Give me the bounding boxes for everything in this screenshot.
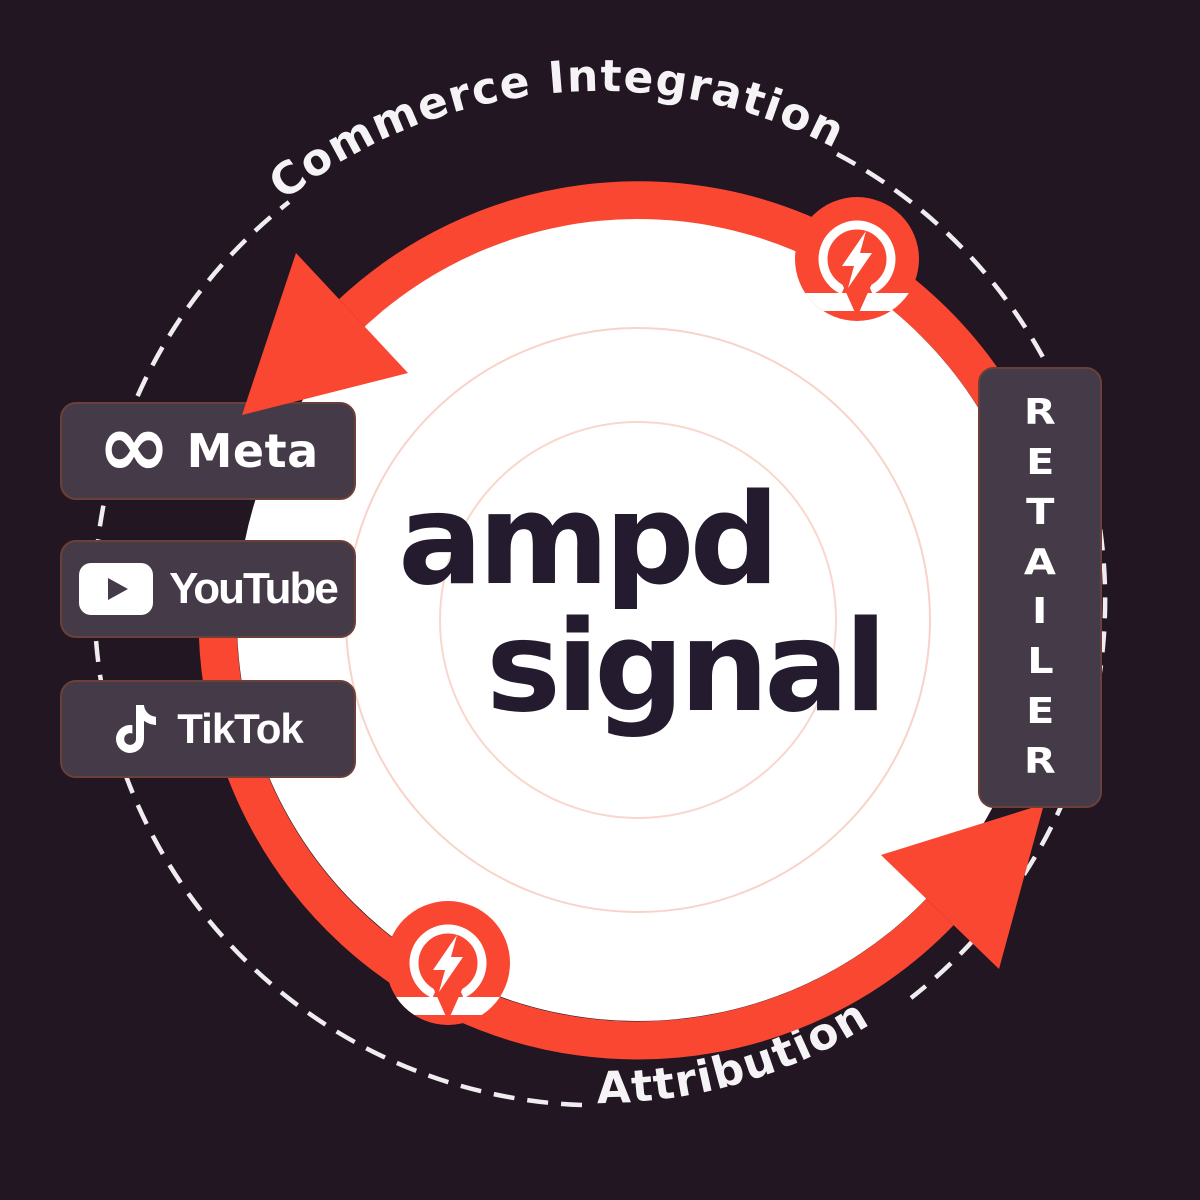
white-core-circle <box>237 219 1039 1021</box>
retailer-letter: R <box>1024 392 1056 433</box>
retailer-letter: L <box>1026 641 1054 683</box>
ampd-bolt-pin-icon <box>386 901 510 1025</box>
wordmark-line1: ampd <box>398 466 780 613</box>
orbit-label-top: Commerce Integration <box>260 51 853 210</box>
platform-badge-youtube: YouTube <box>60 540 356 638</box>
retailer-letter: R <box>1024 740 1056 782</box>
ampd-bolt-pin-icon <box>795 197 919 321</box>
bolt-badge-pin-tip <box>840 279 874 317</box>
platform-label: TikTok <box>177 705 303 752</box>
bolt-badge-pin-tip <box>431 983 465 1021</box>
dashed-orbit-arc-right <box>835 152 1108 1000</box>
retailer-letter: T <box>1025 491 1055 533</box>
platform-label: Meta <box>186 424 319 478</box>
platform-label: YouTube <box>169 564 339 613</box>
lightning-bolt-icon <box>433 935 463 992</box>
retailer-letter: A <box>1023 541 1057 583</box>
retailer-letter: I <box>1032 591 1048 633</box>
wordmark-line2: signal <box>486 593 887 740</box>
retailer-letter: E <box>1025 691 1055 733</box>
tiktok-note-icon <box>116 705 157 753</box>
cycle-arrowhead-to-retailer <box>881 804 1044 969</box>
retailer-letter: E <box>1025 441 1055 483</box>
platform-badge-tiktok: TikTok <box>60 680 356 778</box>
retailer-panel: R E T A I L E R <box>978 367 1102 808</box>
radar-ring-inner <box>439 421 837 819</box>
platform-badge-meta: ∞ Meta <box>60 402 356 500</box>
youtube-play-icon <box>79 563 154 615</box>
lightning-bolt-icon <box>842 231 872 288</box>
